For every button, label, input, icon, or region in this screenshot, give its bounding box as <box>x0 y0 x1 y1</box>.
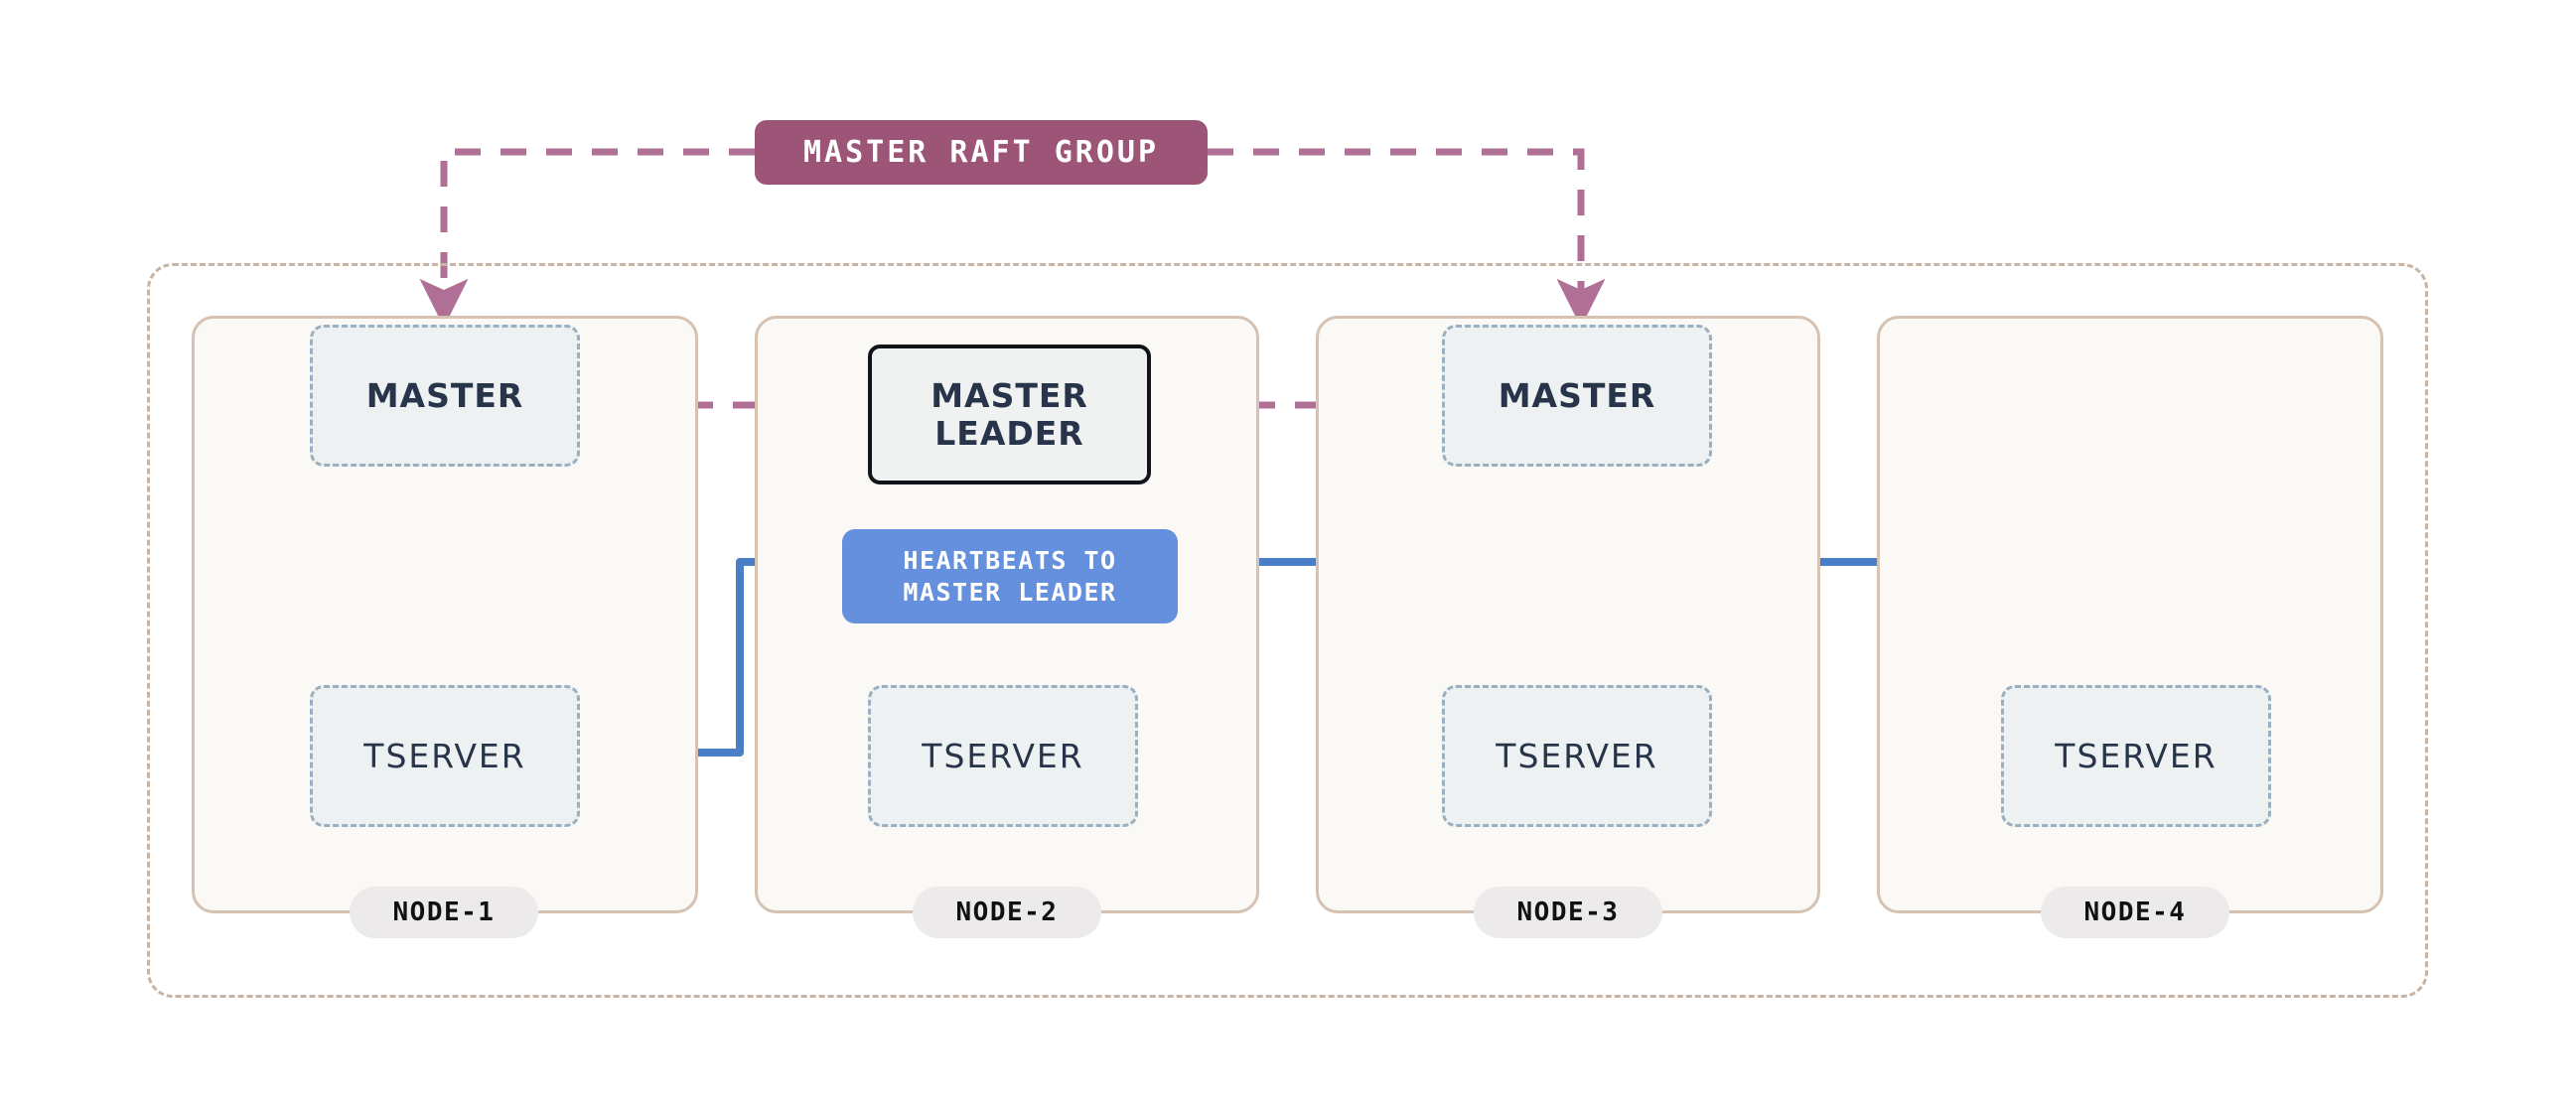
master-leader-label-node-2: MASTER LEADER <box>930 377 1088 452</box>
node-label-node-3: NODE-3 <box>1474 887 1662 938</box>
heartbeats-to-master-leader-pill[interactable]: HEARTBEATS TO MASTER LEADER <box>842 529 1178 623</box>
master-leader-label-line1: MASTER <box>930 375 1088 415</box>
node-label-node-4: NODE-4 <box>2041 887 2229 938</box>
tserver-label-node-2: TSERVER <box>922 737 1084 775</box>
node-label-text-node-3: NODE-3 <box>1516 897 1620 927</box>
tserver-label-node-3: TSERVER <box>1496 737 1658 775</box>
node-label-text-node-1: NODE-1 <box>392 897 496 927</box>
master-raft-group-pill[interactable]: MASTER RAFT GROUP <box>755 120 1208 185</box>
heartbeats-label-line1: HEARTBEATS TO <box>903 545 1117 575</box>
tserver-label-node-1: TSERVER <box>363 737 526 775</box>
master-box-node-1[interactable]: MASTER <box>310 325 580 467</box>
node-label-node-1: NODE-1 <box>350 887 538 938</box>
master-label-node-3: MASTER <box>1498 376 1656 415</box>
node-label-node-2: NODE-2 <box>913 887 1101 938</box>
heartbeats-label-line2: MASTER LEADER <box>903 577 1117 607</box>
master-leader-box-node-2[interactable]: MASTER LEADER <box>868 345 1151 484</box>
tserver-box-node-4[interactable]: TSERVER <box>2001 685 2271 827</box>
master-leader-label-line2: LEADER <box>934 413 1084 453</box>
tserver-box-node-2[interactable]: TSERVER <box>868 685 1138 827</box>
master-raft-group-label: MASTER RAFT GROUP <box>802 135 1160 170</box>
cluster-frame <box>147 263 2428 998</box>
node-label-text-node-2: NODE-2 <box>955 897 1059 927</box>
master-label-node-1: MASTER <box>365 376 524 415</box>
tserver-box-node-1[interactable]: TSERVER <box>310 685 580 827</box>
tserver-box-node-3[interactable]: TSERVER <box>1442 685 1712 827</box>
master-box-node-3[interactable]: MASTER <box>1442 325 1712 467</box>
node-label-text-node-4: NODE-4 <box>2083 897 2187 927</box>
tserver-label-node-4: TSERVER <box>2055 737 2218 775</box>
